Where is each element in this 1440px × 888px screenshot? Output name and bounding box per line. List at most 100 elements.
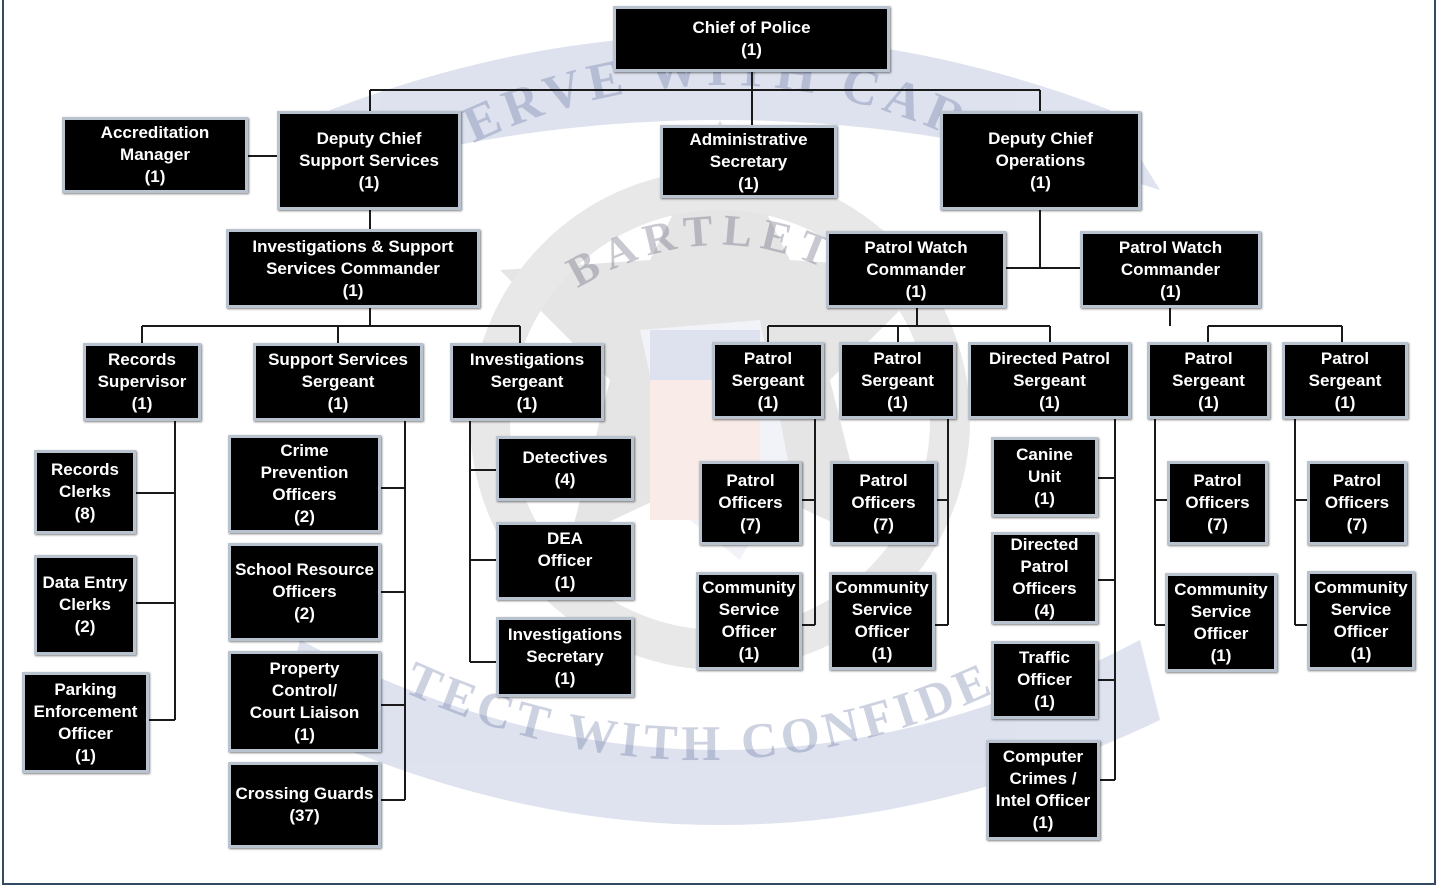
support-services-sergeant-box: Support Services Sergeant (1) [253,343,423,421]
watch-cmdr-1-line-2: Commander [866,259,966,279]
watch-cmdr-1-count: (1) [905,281,927,301]
patrol-sergeant-1-box: Patrol Sergeant (1) [712,342,824,419]
community-service-officer-1-box: Community Service Officer (1) [696,572,802,670]
accreditation-count: (1) [144,167,166,186]
data-entry-count: (2) [74,617,96,636]
cso-3-line-1: Community [1174,579,1268,599]
records-supervisor-line-2: Supervisor [97,372,187,391]
patrol-off-1-line-1: Patrol [726,471,775,490]
patrol-sgt-1-count: (1) [757,392,779,412]
directed-officers-count: (4) [1034,601,1055,620]
detectives-box: Detectives (4) [496,436,634,501]
patrol-sgt-2-line-2: Sergeant [861,370,934,390]
directed-sgt-line-1: Directed Patrol [989,348,1110,368]
admin-secretary-line-1: Administrative [689,129,808,149]
parking-enforcement-box: Parking Enforcement Officer (1) [22,672,149,773]
parking-count: (1) [75,745,96,765]
canine-line-2: Unit [1027,467,1062,486]
patrol-watch-commander-1-box: Patrol Watch Commander (1) [826,231,1006,308]
accreditation-manager-box: Accreditation Manager (1) [62,117,248,193]
ss-sergeant-count: (1) [327,394,349,413]
dea-officer-box: DEA Officer (1) [496,522,634,600]
administrative-secretary-box: Administrative Secretary (1) [660,125,837,198]
patrol-off-1-line-2: Officers [718,493,783,512]
dc-support-count: (1) [358,172,380,192]
patrol-off-3-line-2: Officers [1185,493,1250,512]
directed-officers-line-1: Directed [1010,535,1079,554]
inv-secretary-line-1: Investigations [507,625,623,644]
inv-commander-line-1: Investigations & Support [252,236,454,256]
admin-secretary-line-2: Secretary [709,151,788,171]
patrol-watch-commander-2-box: Patrol Watch Commander (1) [1080,231,1261,308]
cso-1-line-1: Community [702,578,796,597]
inv-commander-line-2: Services Commander [266,258,440,278]
detectives-line-1: Detectives [522,447,608,467]
data-entry-line-2: Clerks [59,595,111,614]
investigations-commander-box: Investigations & Support Services Comman… [226,229,480,308]
inv-commander-count: (1) [342,280,364,300]
cso-2-count: (1) [871,644,893,663]
computer-crimes-count: (1) [1032,813,1054,832]
patrol-sgt-2-line-1: Patrol [873,348,922,368]
crime-prevention-line-1: Crime [280,441,329,460]
records-supervisor-line-1: Records [107,350,177,369]
computer-crimes-line-2: Crimes / [1009,769,1077,788]
dc-support-line-2: Support Services [299,150,439,170]
traffic-line-2: Officer [1017,670,1072,689]
patrol-off-3-line-1: Patrol [1193,471,1242,490]
patrol-officers-2-box: Patrol Officers (7) [830,461,937,545]
school-resource-officers-box: School Resource Officers (2) [228,543,381,641]
canine-line-1: Canine [1016,445,1073,464]
chief-of-police-box: Chief of Police (1) [613,6,890,72]
traffic-line-1: Traffic [1018,648,1071,667]
watch-cmdr-2-line-1: Patrol Watch [1118,237,1223,257]
patrol-off-4-line-1: Patrol [1332,471,1382,490]
property-line-1: Property [269,658,340,678]
patrol-off-4-line-2: Officers [1324,493,1390,512]
crossing-line-1: Crossing Guards [235,784,374,803]
traffic-officer-box: Traffic Officer (1) [991,641,1098,719]
patrol-off-2-line-1: Patrol [859,471,908,490]
crime-prevention-line-2: Prevention [260,463,349,482]
dea-line-2: Officer [537,551,593,570]
cso-4-line-3: Officer [1333,621,1389,641]
cso-4-count: (1) [1350,643,1372,663]
chief-title: Chief of Police [692,18,811,37]
patrol-sgt-1-line-1: Patrol [743,348,793,368]
inv-secretary-line-2: Secretary [526,647,604,666]
parking-line-3: Officer [58,723,113,743]
canine-count: (1) [1034,489,1055,508]
sro-line-1: School Resource [235,560,374,579]
patrol-sgt-3-count: (1) [1198,392,1219,412]
community-service-officer-2-box: Community Service Officer (1) [829,572,935,670]
records-clerks-line-2: Clerks [59,482,111,501]
directed-officers-line-2: Patrol [1020,557,1069,576]
directed-officers-line-3: Officers [1012,579,1077,598]
property-control-box: Property Control/ Court Liaison (1) [228,651,381,752]
patrol-sergeant-4-box: Patrol Sergeant (1) [1282,342,1408,419]
patrol-officers-4-box: Patrol Officers (7) [1307,461,1407,545]
accreditation-line-2: Manager [120,145,190,164]
computer-crimes-line-3: Intel Officer [995,791,1091,810]
investigations-secretary-box: Investigations Secretary (1) [496,617,634,697]
ss-sergeant-line-2: Sergeant [301,372,375,391]
deputy-chief-support-box: Deputy Chief Support Services (1) [277,111,461,210]
directed-sgt-count: (1) [1039,392,1060,412]
records-supervisor-box: Records Supervisor (1) [83,343,201,421]
directed-patrol-sergeant-box: Directed Patrol Sergeant (1) [968,342,1131,419]
canine-unit-box: Canine Unit (1) [991,437,1098,517]
cso-3-count: (1) [1210,645,1232,665]
patrol-officers-1-box: Patrol Officers (7) [699,461,802,545]
crossing-guards-box: Crossing Guards (37) [228,762,381,848]
crime-prevention-line-3: Officers [272,485,337,504]
records-clerks-box: Records Clerks (8) [34,450,136,534]
patrol-off-3-count: (7) [1207,515,1228,534]
community-service-officer-4-box: Community Service Officer (1) [1307,571,1415,670]
computer-crimes-box: Computer Crimes / Intel Officer (1) [986,740,1100,840]
patrol-sgt-3-line-2: Sergeant [1172,370,1245,390]
sro-line-2: Officers [272,582,337,601]
patrol-sgt-2-count: (1) [887,392,908,412]
data-entry-line-1: Data Entry [42,573,128,592]
